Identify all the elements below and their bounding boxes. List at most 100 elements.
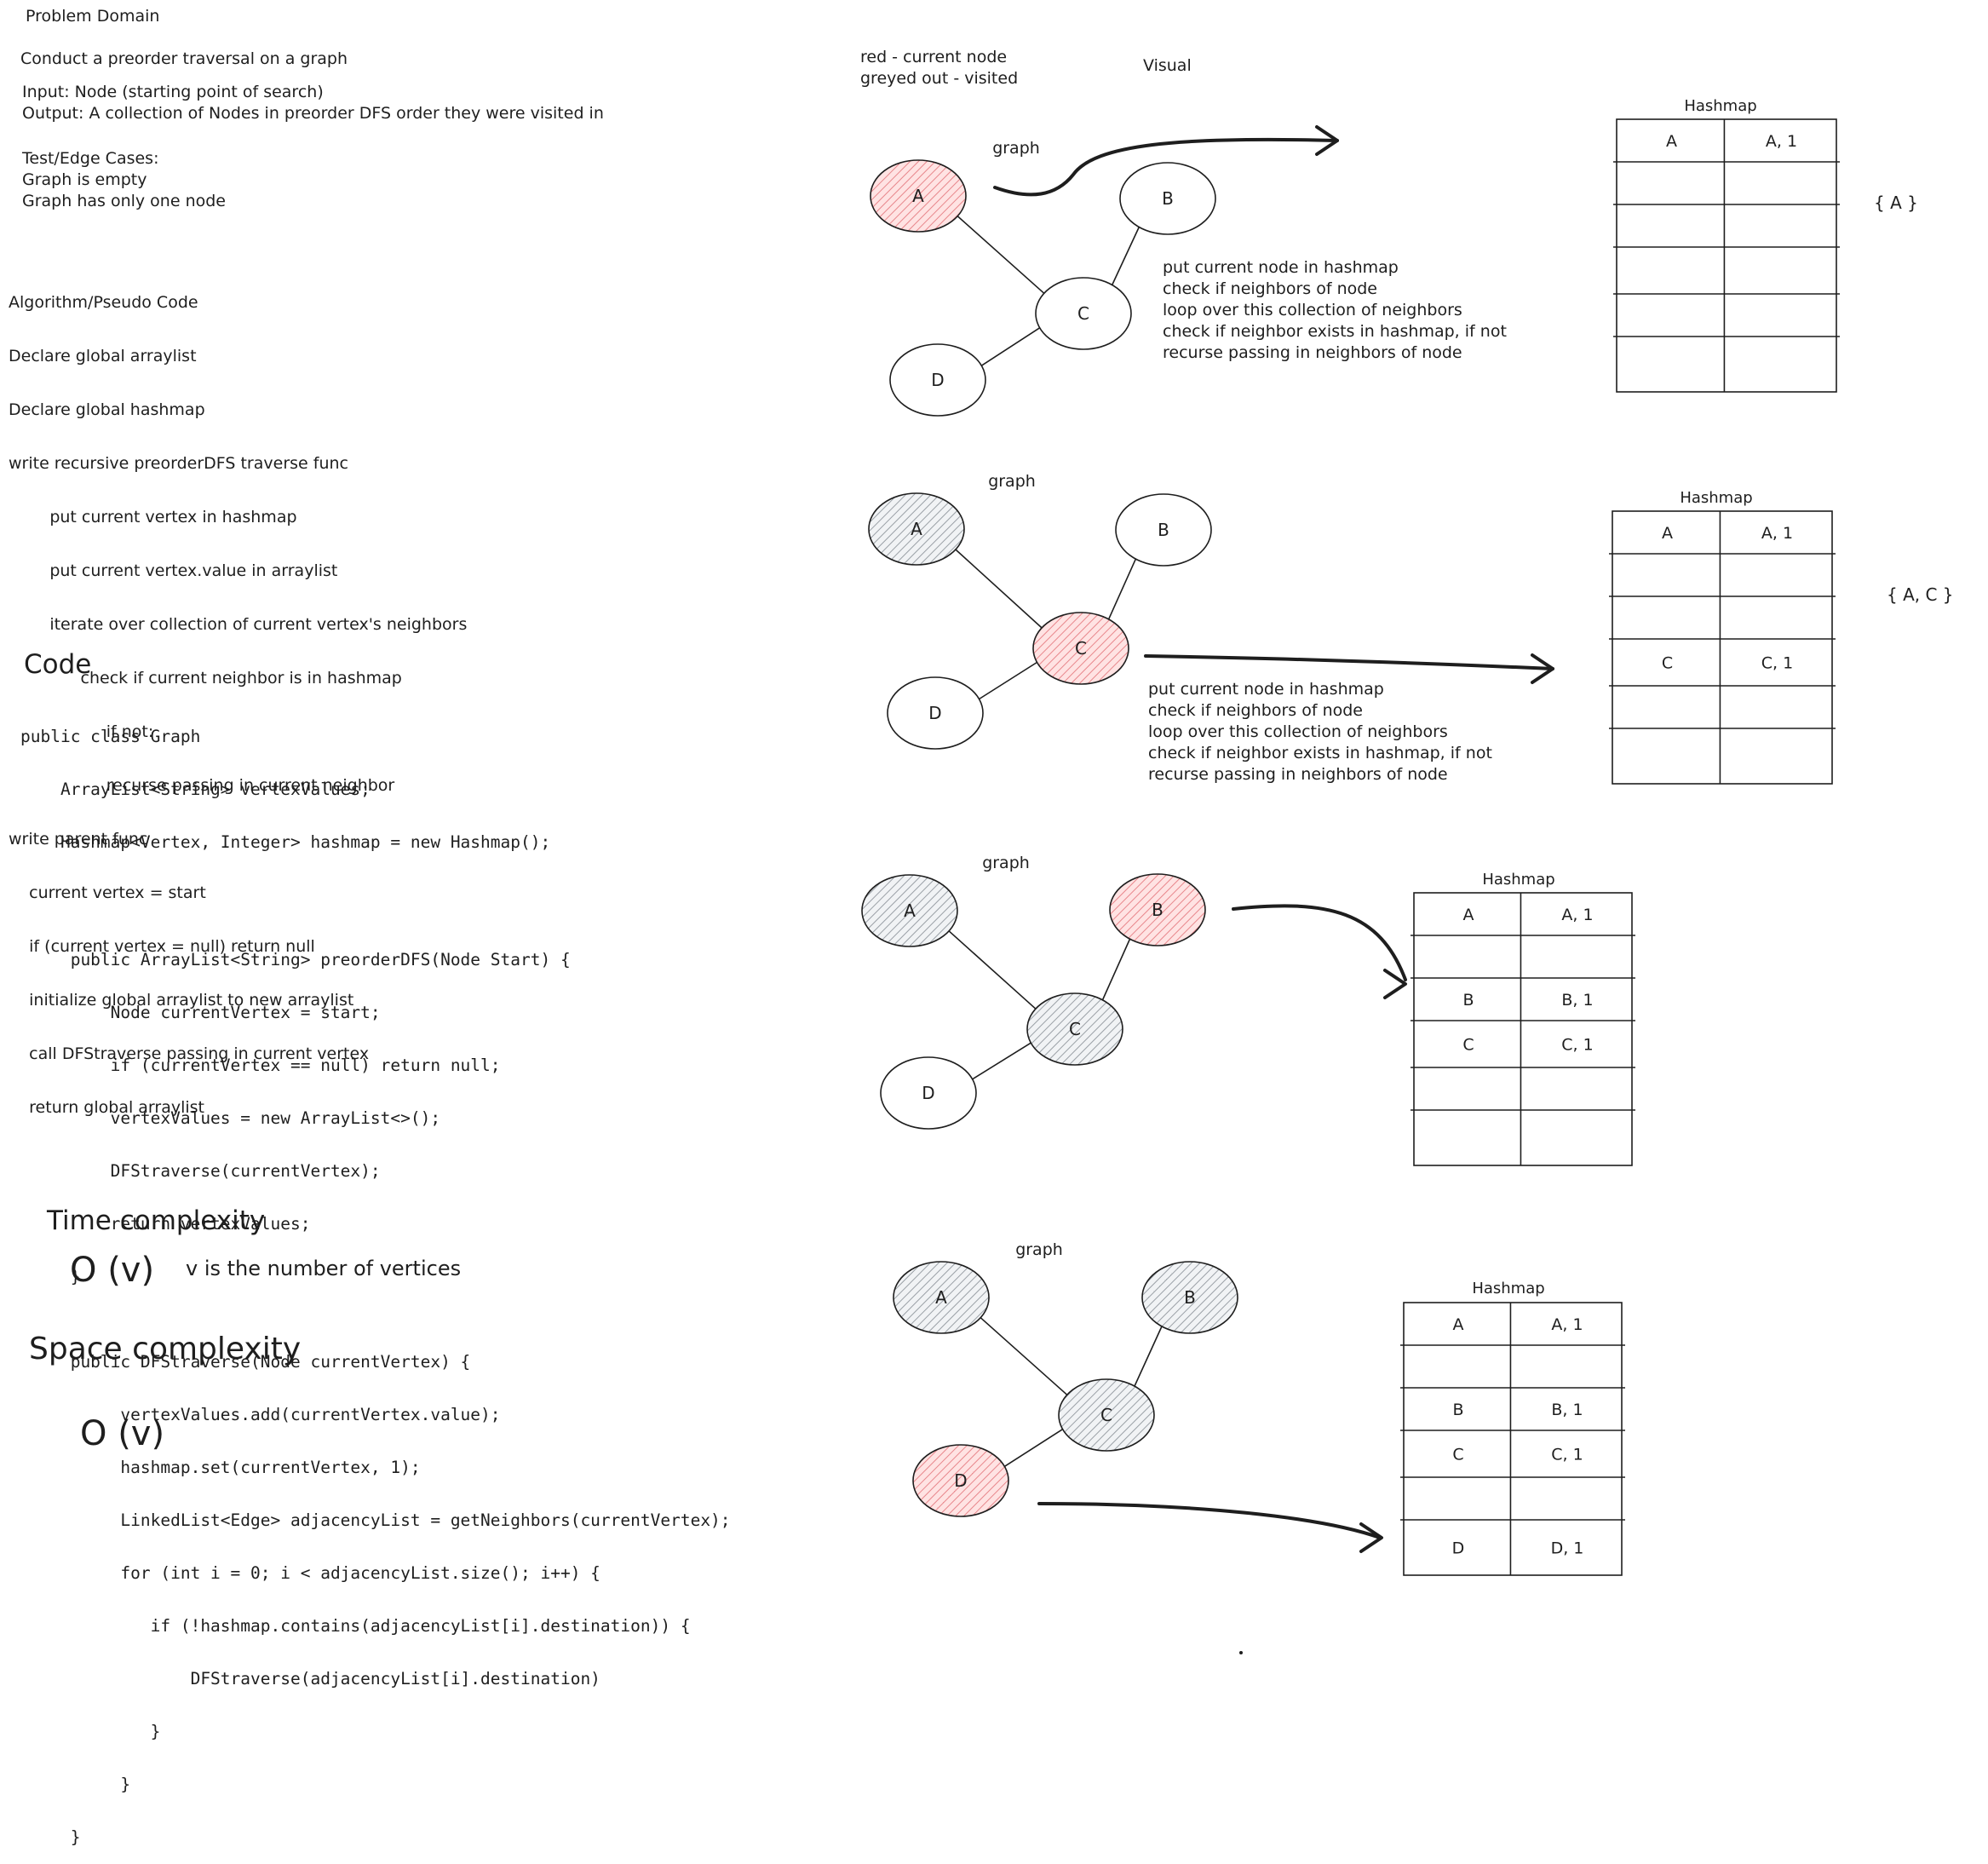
stray-dot [1239, 1651, 1243, 1654]
arrow-head [1531, 653, 1554, 684]
code-line: Node currentVertex = start; [20, 1003, 381, 1022]
graph-node-label: D [922, 1083, 934, 1103]
graph-edge [980, 326, 1041, 367]
graph-edge [1133, 1325, 1163, 1388]
graph-node-label: B [1162, 188, 1174, 209]
hashmap-value: C, 1 [1761, 654, 1793, 673]
space-complexity-heading: Space complexity [29, 1332, 302, 1366]
hashmap-key: D [1452, 1539, 1465, 1558]
graph-node-label: A [904, 900, 916, 921]
graph-node-label: B [1184, 1287, 1196, 1308]
flow-arrow [1232, 904, 1407, 981]
graph-node-b [1109, 873, 1206, 946]
flow-arrow [993, 137, 1339, 197]
hashmap-value: A, 1 [1551, 1315, 1583, 1334]
hashmap-value: C, 1 [1551, 1446, 1583, 1464]
hashmap-title: Hashmap [1684, 97, 1756, 115]
test-case: Graph is empty [22, 170, 147, 189]
problem-output: Output: A collection of Nodes in preorde… [22, 104, 604, 123]
step-note: loop over this collection of neighbors [1163, 301, 1462, 319]
code-line: } [20, 1267, 81, 1286]
hashmap-table [1403, 1302, 1623, 1576]
graph-node-label: B [1158, 520, 1169, 540]
graph-edge [1107, 557, 1137, 621]
visited-output-set: { A } [1874, 193, 1918, 213]
algorithm-line: put current vertex.value in arraylist [9, 561, 338, 580]
graph-node-a [868, 492, 965, 566]
problem-domain-title: Problem Domain [26, 7, 160, 26]
code-block: public class Graph ArrayList<String> ver… [20, 694, 731, 1864]
step-note: check if neighbor exists in hashmap, if … [1148, 744, 1492, 762]
algorithm-line: Declare global arraylist [9, 347, 197, 365]
code-line: public DFStraverse(Node currentVertex) { [20, 1352, 471, 1372]
step-note: recurse passing in neighbors of node [1148, 765, 1448, 784]
algorithm-line: recurse passing in current neighbor [9, 776, 395, 795]
graph-node-a [870, 159, 967, 233]
graph-edge [1101, 937, 1131, 1002]
graph-node-label: A [912, 186, 924, 206]
hashmap-key: B [1452, 1401, 1463, 1419]
graph-node-b [1119, 162, 1216, 235]
algorithm-line: call DFStraverse passing in current vert… [9, 1044, 370, 1063]
code-line: return vertexValues; [20, 1214, 311, 1234]
code-line: hashmap.set(currentVertex, 1); [20, 1458, 421, 1477]
code-line: Hashmap<Vertex, Integer> hashmap = new H… [20, 832, 551, 852]
graph-node-b [1141, 1261, 1238, 1334]
code-line: DFStraverse(adjacencyList[i].destination… [20, 1669, 600, 1689]
algorithm-line: write parent func [9, 830, 148, 849]
graph-node-label: D [931, 370, 944, 390]
time-complexity-value: O (v) [70, 1251, 155, 1290]
graph-node-c [1032, 612, 1129, 685]
algorithm-line: write recursive preorderDFS traverse fun… [9, 454, 348, 473]
step-note: loop over this collection of neighbors [1148, 722, 1448, 741]
graph-node-label: C [1075, 638, 1087, 659]
code-line: public ArrayList<String> preorderDFS(Nod… [20, 950, 571, 969]
hashmap-value: B, 1 [1561, 991, 1593, 1010]
graph-node-label: A [911, 519, 922, 539]
step-note: check if neighbor exists in hashmap, if … [1163, 322, 1507, 341]
hashmap-value: C, 1 [1561, 1036, 1593, 1055]
graph-node-label: A [935, 1287, 947, 1308]
graph-node-label: D [954, 1470, 967, 1491]
hashmap-key: A [1666, 132, 1677, 151]
graph-label: graph [982, 854, 1030, 872]
code-line: vertexValues.add(currentVertex.value); [20, 1405, 501, 1424]
graph-edge [954, 548, 1043, 630]
code-line: LinkedList<Edge> adjacencyList = getNeig… [20, 1510, 731, 1530]
graph-node-c [1035, 277, 1132, 350]
graph-node-label: C [1100, 1405, 1112, 1425]
code-line: if (currentVertex == null) return null; [20, 1056, 501, 1075]
algorithm-line: check if current neighbor is in hashmap [9, 669, 402, 687]
algorithm-line: Algorithm/Pseudo Code [9, 293, 198, 312]
graph-node-d [912, 1444, 1009, 1517]
problem-statement: Conduct a preorder traversal on a graph [20, 49, 348, 68]
hashmap-title: Hashmap [1680, 489, 1752, 507]
graph-node-a [893, 1261, 990, 1334]
visited-output-set: { A, C } [1887, 584, 1954, 605]
graph-label: graph [988, 472, 1036, 491]
algorithm-block: Algorithm/Pseudo Code Declare global arr… [9, 260, 467, 1151]
graph-edge [947, 929, 1037, 1010]
flow-arrow [1144, 654, 1554, 670]
flow-arrow [1037, 1502, 1382, 1539]
test-case: Graph has only one node [22, 192, 226, 210]
problem-input: Input: Node (starting point of search) [22, 83, 324, 101]
arrow-head [1359, 1522, 1383, 1553]
hashmap-key: A [1463, 906, 1474, 924]
hashmap-value: A, 1 [1761, 524, 1793, 543]
hashmap-value: A, 1 [1766, 132, 1797, 151]
arrow-head [1383, 969, 1407, 999]
hashmap-title: Hashmap [1472, 1280, 1544, 1297]
visual-label: Visual [1143, 56, 1192, 75]
algorithm-line: Declare global hashmap [9, 400, 205, 419]
step-note: check if neighbors of node [1148, 701, 1363, 720]
legend-grey: greyed out - visited [860, 69, 1019, 88]
algorithm-line: iterate over collection of current verte… [9, 615, 468, 634]
hashmap-value: D, 1 [1551, 1539, 1584, 1558]
graph-edge [1111, 225, 1141, 287]
hashmap-key: B [1462, 991, 1474, 1010]
